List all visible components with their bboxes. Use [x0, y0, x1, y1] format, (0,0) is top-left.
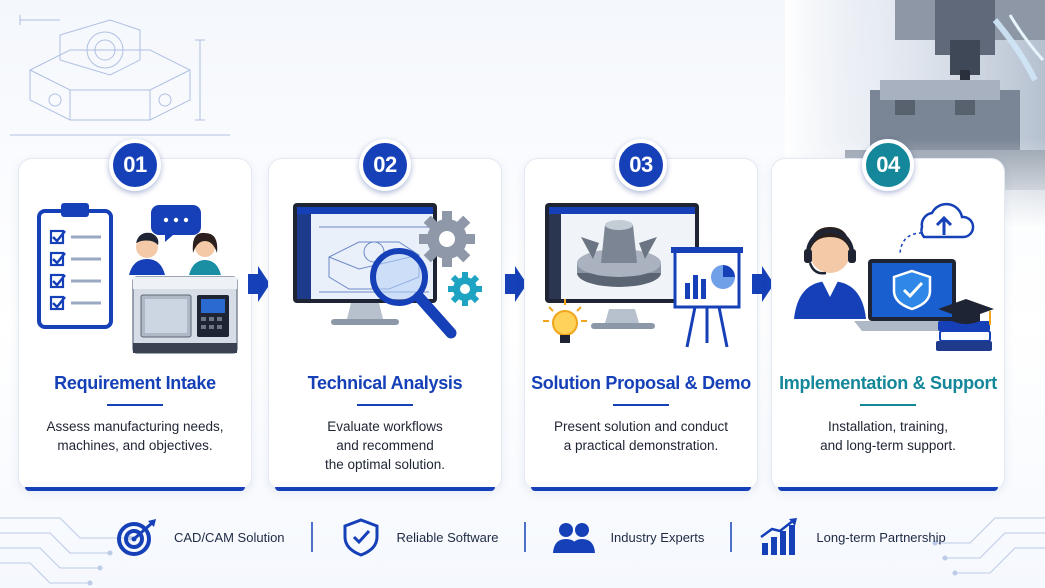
feature-cad-cam: CAD/CAM Solution	[116, 512, 285, 562]
feature-label: Long-term Partnership	[816, 529, 946, 545]
feature-label: Industry Experts	[610, 529, 705, 545]
monitor-3d-part-presentation-illustration	[543, 203, 743, 348]
feature-long-term-partnership: Long-term Partnership	[758, 512, 946, 562]
step-title: Implementation & Support	[779, 373, 997, 393]
step-title: Solution Proposal & Demo	[531, 373, 751, 393]
feature-divider	[524, 522, 527, 552]
people-icon	[553, 523, 596, 553]
step-card-technical-analysis: 02	[268, 139, 502, 491]
target-icon	[117, 519, 156, 556]
arrow-right-icon	[248, 266, 270, 302]
feature-strip: CAD/CAM Solution Reliable Software Indus…	[116, 512, 956, 562]
step-title: Requirement Intake	[54, 373, 216, 393]
step-title: Technical Analysis	[307, 373, 463, 393]
feature-label: CAD/CAM Solution	[174, 529, 285, 545]
feature-divider	[310, 522, 313, 552]
blueprint-drawing-icon	[10, 15, 230, 136]
step-description: Assess manufacturing needs,machines, and…	[46, 419, 224, 453]
title-underline	[107, 404, 163, 406]
support-agent-laptop-illustration	[794, 202, 994, 351]
title-underline	[357, 404, 413, 406]
step-card-implementation-support: 04 Implementation & Support Installation…	[771, 139, 1005, 491]
step-card-requirement-intake: 01 Requirement Intake	[18, 139, 252, 491]
circuit-lines-icon	[932, 517, 1045, 576]
growth-chart-icon	[760, 518, 798, 555]
step-number-badge: 01	[109, 139, 161, 191]
feature-reliable-software: Reliable Software	[339, 512, 499, 562]
step-number-badge: 04	[862, 139, 914, 191]
title-underline	[860, 404, 916, 406]
arrow-right-icon	[505, 266, 527, 302]
arrow-right-icon	[752, 266, 774, 302]
feature-divider	[730, 522, 733, 552]
step-number-badge: 02	[359, 139, 411, 191]
step-description: Installation, training,and long-term sup…	[820, 419, 956, 453]
checklist-people-machine-illustration	[37, 203, 238, 354]
monitor-magnifier-gears-illustration	[293, 203, 482, 339]
title-underline	[613, 404, 669, 406]
shield-check-icon	[343, 518, 379, 557]
feature-label: Reliable Software	[396, 529, 499, 545]
feature-industry-experts: Industry Experts	[552, 512, 704, 562]
step-card-solution-proposal: 03 Solution Proposal & Demo Present solu…	[524, 139, 758, 491]
circuit-lines-icon	[0, 517, 133, 586]
step-number-badge: 03	[615, 139, 667, 191]
